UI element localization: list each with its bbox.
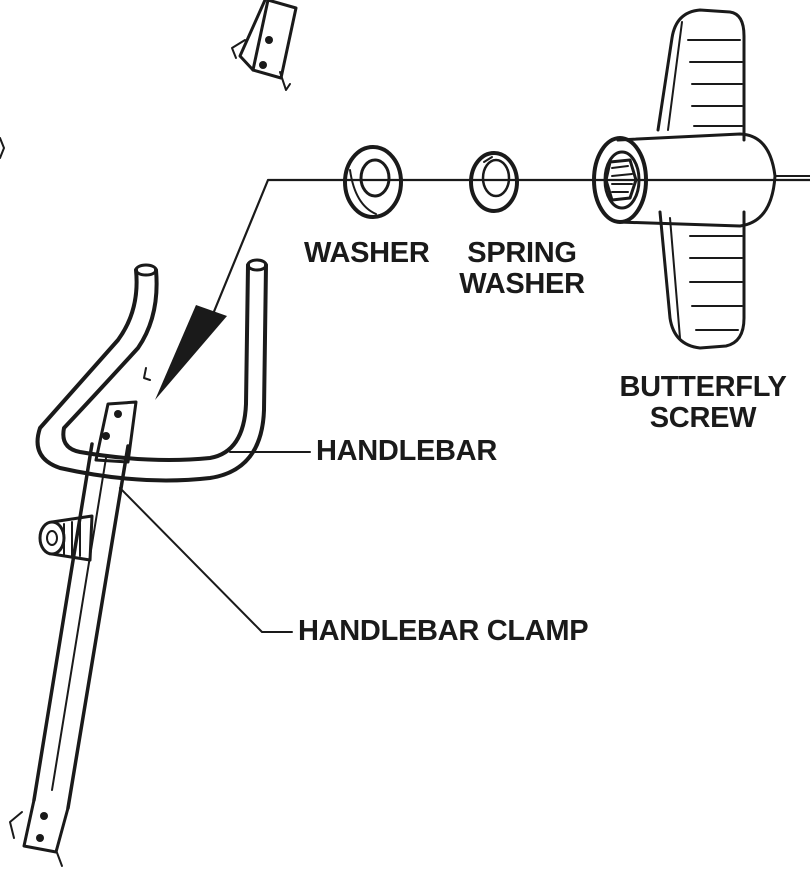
handlebar-clamp-label: HANDLEBAR CLAMP [298,615,589,647]
edge-fragment [0,137,5,159]
washer-label: WASHER [304,237,430,269]
spring-washer-label-line1: SPRING [467,237,577,269]
handlebar-label: HANDLEBAR [316,435,497,467]
spring-washer-label-line2: WASHER [459,268,585,300]
handlebar-clamp-part [94,367,151,464]
spring-washer-part [469,151,519,213]
assembly-axis-line [155,178,810,400]
upper-tube-end [231,0,298,91]
butterfly-screw-part [592,8,810,350]
butterfly-screw-label: BUTTERFLY SCREW [612,372,794,434]
washer-part [343,145,403,219]
main-tube [9,442,130,867]
butterfly-screw-label-line1: BUTTERFLY [619,371,787,403]
spring-washer-label: SPRING WASHER [452,238,592,300]
handlebar-part [35,258,268,483]
butterfly-screw-label-line2: SCREW [649,402,757,434]
handlebar-clamp-leader-line [119,487,293,633]
assembly-arrow [155,305,227,400]
